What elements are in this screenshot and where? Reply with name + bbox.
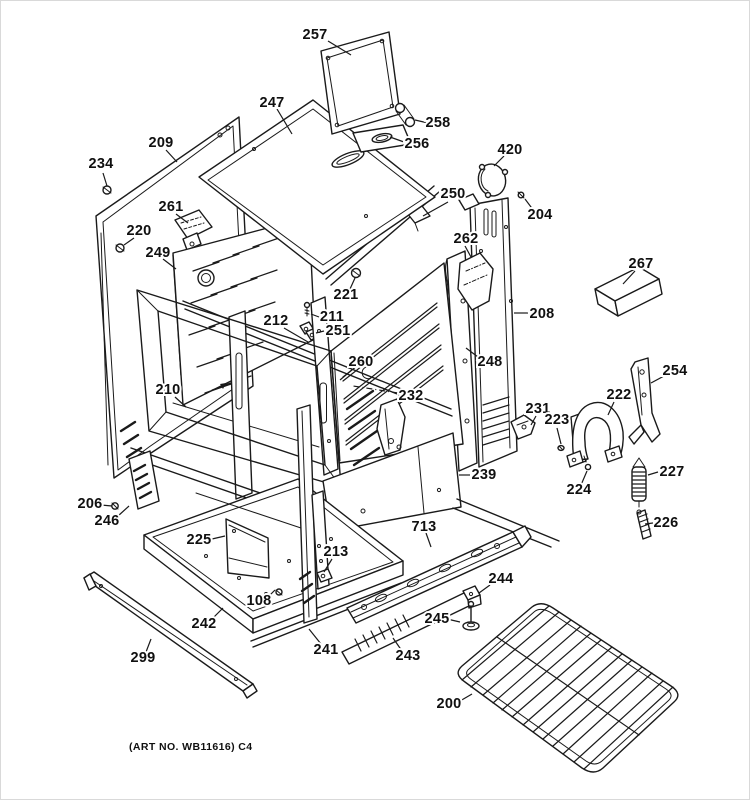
rear-base-rail <box>452 498 560 548</box>
front-left-post <box>228 310 253 500</box>
corner-post-246 <box>128 450 160 510</box>
insulation-block-267 <box>594 266 663 317</box>
bracket-231 <box>510 414 536 440</box>
part-label-108: 108 <box>246 593 271 609</box>
bracket-256 <box>352 124 412 153</box>
part-label-246: 246 <box>94 513 119 529</box>
screw-220 <box>115 243 125 253</box>
part-label-249: 249 <box>145 245 170 261</box>
spring-226 <box>636 509 652 540</box>
screw-206 <box>111 502 119 510</box>
part-label-223: 223 <box>544 412 569 428</box>
handle-258 <box>394 102 416 128</box>
part-label-227: 227 <box>659 464 684 480</box>
spring-227 <box>631 457 647 508</box>
part-label-200: 200 <box>436 696 461 712</box>
lower-right-post-rear <box>311 490 330 590</box>
part-label-299: 299 <box>130 650 155 666</box>
main-top-panel <box>198 99 436 275</box>
screw-234 <box>102 185 112 195</box>
part-label-224: 224 <box>566 482 591 498</box>
direction-arrow <box>211 383 227 391</box>
handle-222 <box>566 401 624 468</box>
part-label-260: 260 <box>348 354 373 370</box>
screw-223 <box>557 444 565 452</box>
part-label-213: 213 <box>323 544 348 560</box>
part-label-713: 713 <box>411 519 436 535</box>
leader-lines <box>100 40 665 702</box>
part-labels: 257 247 258 256 209 234 420 204 261 220 … <box>75 25 689 714</box>
rear-access-panel-257 <box>320 31 401 135</box>
screw-204 <box>517 191 525 199</box>
bracket-261 <box>174 209 213 251</box>
part-label-232: 232 <box>398 388 423 404</box>
screw-211 <box>303 301 311 317</box>
drawer-rail-713 <box>346 525 532 624</box>
part-label-258: 258 <box>425 115 450 131</box>
part-label-220: 220 <box>126 223 151 239</box>
part-label-210: 210 <box>155 382 180 398</box>
part-label-241: 241 <box>313 642 338 658</box>
part-label-226: 226 <box>653 515 678 531</box>
art-number-caption: (ART NO. WB11616) C4 <box>129 741 253 753</box>
part-label-251: 251 <box>325 323 350 339</box>
part-label-206: 206 <box>77 496 102 512</box>
part-label-256: 256 <box>404 136 429 152</box>
base-pan-242 <box>143 478 404 634</box>
part-label-248: 248 <box>477 354 502 370</box>
part-label-234: 234 <box>88 156 113 172</box>
part-label-420: 420 <box>497 142 522 158</box>
part-label-211: 211 <box>320 309 344 325</box>
part-label-267: 267 <box>628 256 653 272</box>
bracket-260 <box>376 398 406 456</box>
part-label-262: 262 <box>453 231 478 247</box>
part-label-231: 231 <box>525 401 550 417</box>
part-label-204: 204 <box>527 207 552 223</box>
oven-rack <box>457 603 679 773</box>
leveling-foot-245 <box>462 600 480 631</box>
part-label-250: 250 <box>440 186 465 202</box>
screw-108 <box>275 588 283 596</box>
part-label-222: 222 <box>606 387 631 403</box>
bracket-262 <box>457 252 494 311</box>
part-label-257: 257 <box>302 27 327 43</box>
cap-420 <box>477 163 509 199</box>
front-trim-299 <box>83 571 258 699</box>
part-label-254: 254 <box>662 363 687 379</box>
part-label-212: 212 <box>263 313 288 329</box>
screw-221 <box>350 267 362 279</box>
drawer-front-225 <box>225 518 270 579</box>
part-label-245: 245 <box>424 611 449 627</box>
part-label-261: 261 <box>158 199 183 215</box>
part-label-225: 225 <box>186 532 211 548</box>
part-label-244: 244 <box>488 571 513 587</box>
part-label-209: 209 <box>148 135 173 151</box>
part-label-242: 242 <box>191 616 216 632</box>
screw-224 <box>583 455 592 471</box>
part-label-243: 243 <box>395 648 420 664</box>
bracket-254 <box>628 357 661 445</box>
part-label-221: 221 <box>333 287 358 303</box>
part-label-208: 208 <box>529 306 554 322</box>
lower-right-post <box>296 404 318 624</box>
part-label-247: 247 <box>259 95 284 111</box>
part-label-239: 239 <box>471 467 496 483</box>
